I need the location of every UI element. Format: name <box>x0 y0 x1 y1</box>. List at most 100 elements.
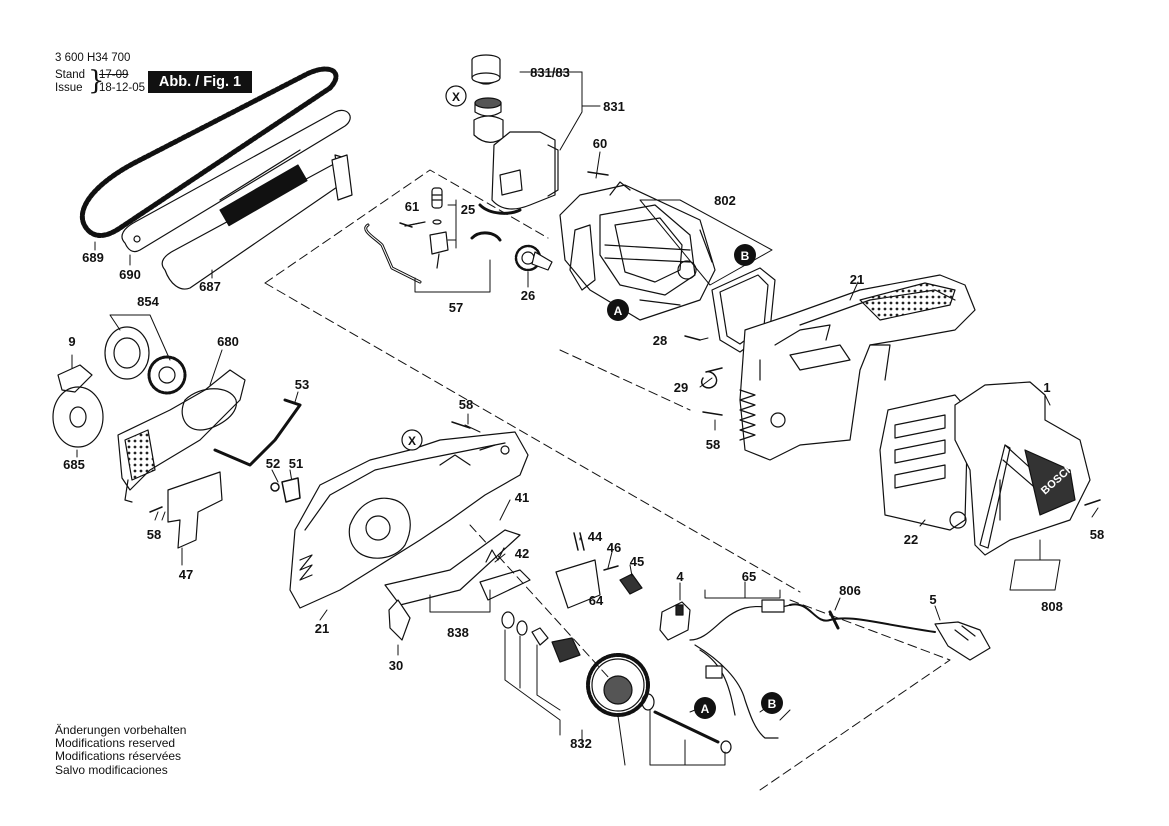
screw-60 <box>587 171 609 176</box>
callout-47: 47 <box>179 567 193 582</box>
issue-date: 18-12-05 <box>99 82 146 94</box>
callout-26: 26 <box>521 288 535 303</box>
figure-badge: Abb. / Fig. 1 <box>148 71 252 93</box>
wire-clip <box>213 398 302 467</box>
callout-808: 808 <box>1041 599 1063 614</box>
sprocket-washer <box>52 364 104 448</box>
guide-bar <box>121 109 351 253</box>
marker-x-lower-circle <box>401 429 423 451</box>
callout-42: 42 <box>515 546 529 561</box>
clip-28 <box>684 335 701 341</box>
callout-41: 41 <box>515 490 529 505</box>
callout-65: 65 <box>742 569 756 584</box>
callout-854: 854 <box>137 294 159 309</box>
callout-51: 51 <box>289 456 303 471</box>
callout-58-upper: 58 <box>459 397 473 412</box>
callout-64: 64 <box>589 593 604 608</box>
callout-4: 4 <box>676 569 684 584</box>
housing-right-half <box>739 274 976 461</box>
screw-58-left <box>149 506 163 513</box>
marker-b-lower: B <box>768 697 777 711</box>
screw-58-housing <box>702 411 723 416</box>
saw-chain <box>79 66 339 238</box>
callout-30: 30 <box>389 658 403 673</box>
screw-61 <box>399 222 413 228</box>
marker-a-upper-circle <box>607 299 629 321</box>
callout-21-right: 21 <box>850 272 864 287</box>
rear-grip-cover <box>879 394 969 531</box>
motor-housing <box>954 381 1091 556</box>
callout-838: 838 <box>447 625 469 640</box>
stand-date: 17-09 <box>99 69 129 81</box>
callout-25: 25 <box>461 202 475 217</box>
callout-45: 45 <box>630 554 644 569</box>
callout-802: 802 <box>714 193 736 208</box>
callout-52: 52 <box>266 456 280 471</box>
marker-b-upper: B <box>741 249 750 263</box>
housing-left-half <box>289 431 529 609</box>
oil-tank-assembly <box>471 54 559 210</box>
issue-label: Issue <box>55 82 83 94</box>
part-number: 3 600 H34 700 <box>55 52 131 64</box>
motor-pinion <box>514 244 553 272</box>
callout-29: 29 <box>674 380 688 395</box>
power-cord <box>789 603 991 661</box>
marker-b-lower-circle <box>761 692 783 714</box>
note-fr: Modifications réservées <box>55 749 182 764</box>
wiring-harness <box>689 599 791 739</box>
callout-28: 28 <box>653 333 667 348</box>
marker-b-upper-circle <box>734 244 756 266</box>
callout-53: 53 <box>295 377 309 392</box>
callout-680: 680 <box>217 334 239 349</box>
trigger-lever-assembly <box>384 529 643 641</box>
motor-assembly <box>559 181 716 321</box>
callout-46: 46 <box>607 540 621 555</box>
callout-831-83: 831/83 <box>530 65 570 80</box>
callout-1: 1 <box>1043 380 1050 395</box>
on-off-switch <box>659 601 691 641</box>
brace-glyph: } <box>88 66 105 96</box>
chain-sprocket <box>104 326 187 395</box>
assembly-axis-main <box>264 282 801 593</box>
callout-58-rear: 58 <box>1090 527 1104 542</box>
chain-catcher <box>167 471 223 549</box>
callout-61: 61 <box>405 199 419 214</box>
ring-52 <box>270 482 280 492</box>
callout-44: 44 <box>588 529 603 544</box>
marker-x-lower: X <box>408 434 416 448</box>
marker-a-lower-circle <box>694 697 716 719</box>
marker-a-upper: A <box>614 304 623 318</box>
marker-labels: X X A B A B <box>408 90 777 716</box>
assembly-axis-upper <box>264 169 549 284</box>
assembly-axis-motor <box>559 349 691 411</box>
bushing-51 <box>281 477 301 503</box>
callout-21-left: 21 <box>315 621 329 636</box>
marker-a-lower: A <box>701 702 710 716</box>
marker-x-upper-circle <box>445 85 467 107</box>
callout-690: 690 <box>119 267 141 282</box>
callout-60: 60 <box>593 136 607 151</box>
callout-685: 685 <box>63 457 85 472</box>
callout-831: 831 <box>603 99 625 114</box>
assembly-axis-lower <box>759 599 951 791</box>
callout-labels: 831/83 831 60 802 25 61 57 26 689 690 68… <box>63 65 1104 751</box>
sprocket-cover <box>117 369 246 503</box>
note-en: Modifications reserved <box>55 736 176 751</box>
modification-notes: Änderungen vorbehalten Modifications res… <box>55 723 187 777</box>
callout-689: 689 <box>82 250 104 265</box>
spring-29 <box>701 367 723 389</box>
callout-58-left: 58 <box>147 527 161 542</box>
marker-x-upper: X <box>452 90 460 104</box>
callout-22: 22 <box>904 532 918 547</box>
screw-58-rear <box>1084 499 1101 506</box>
callout-687: 687 <box>199 279 221 294</box>
gear-assembly <box>501 611 732 754</box>
note-de: Änderungen vorbehalten <box>55 723 187 737</box>
note-es: Salvo modificaciones <box>55 762 168 777</box>
bar-cover <box>161 154 353 290</box>
screw-58-upper <box>451 421 471 429</box>
callout-5: 5 <box>929 592 936 607</box>
callout-57: 57 <box>449 300 463 315</box>
